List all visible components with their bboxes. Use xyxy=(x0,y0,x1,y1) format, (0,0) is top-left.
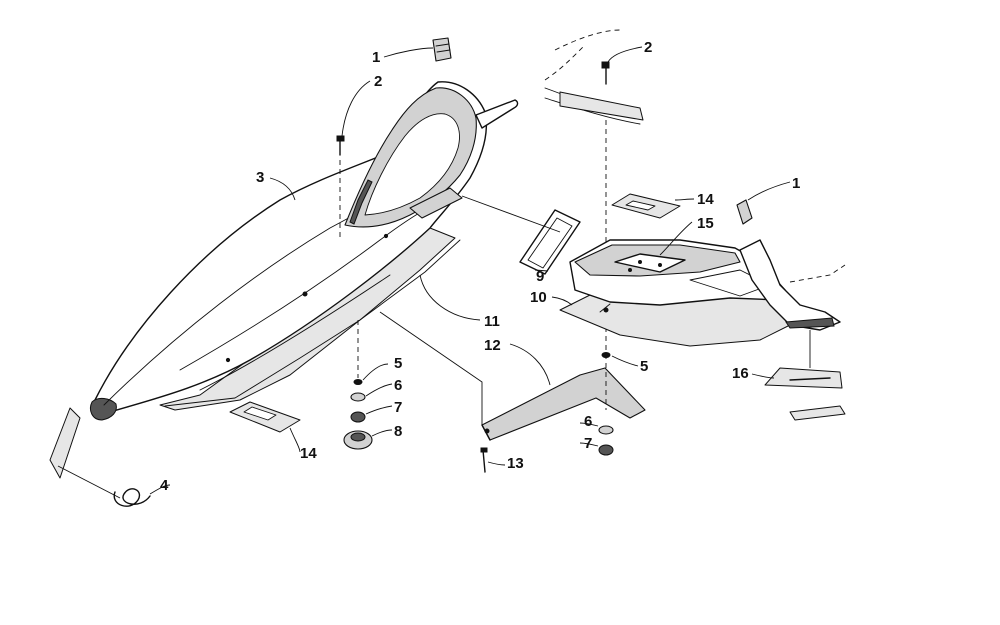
leader-3 xyxy=(269,177,296,201)
callout-4: 4 xyxy=(160,477,169,494)
hood-nose-tip xyxy=(89,397,117,421)
hood-hole-2 xyxy=(225,357,231,363)
callout-6a: 6 xyxy=(394,377,402,394)
part-12-bracket xyxy=(481,367,646,441)
leader-9 xyxy=(534,269,549,272)
callout-5a: 5 xyxy=(394,355,402,372)
rear-link xyxy=(789,405,846,421)
callout-11: 11 xyxy=(484,313,500,330)
part-1-right-decal xyxy=(736,199,753,225)
callout-2b: 2 xyxy=(644,39,652,56)
hood-side-intake xyxy=(409,187,463,219)
callout-7a: 7 xyxy=(394,399,402,416)
leader-14b xyxy=(674,198,695,201)
part-1-left-decal xyxy=(432,37,452,62)
leader-15 xyxy=(659,221,693,256)
part-2-left-screw xyxy=(336,135,345,240)
leader-11-12 xyxy=(379,311,483,425)
hood-vent xyxy=(349,179,373,225)
callout-16: 16 xyxy=(732,365,749,382)
callout-5b: 5 xyxy=(640,358,648,375)
hood-side-contour xyxy=(179,207,429,371)
leader-10 xyxy=(551,296,573,306)
callout-9: 9 xyxy=(536,268,544,285)
leader-2b xyxy=(607,46,643,63)
callout-15: 15 xyxy=(697,215,714,232)
leader-12 xyxy=(509,343,551,386)
leader-2a xyxy=(341,80,371,137)
hood-lower-edge xyxy=(199,274,391,391)
callout-3: 3 xyxy=(256,169,264,186)
leader-14a xyxy=(289,427,301,453)
leader-intake xyxy=(461,195,561,233)
hood-assembly xyxy=(89,81,519,421)
callout-14b: 14 xyxy=(697,191,714,208)
callout-1a: 1 xyxy=(372,49,380,66)
frame-reference xyxy=(544,29,644,125)
leader-13 xyxy=(487,461,506,466)
callout-10: 10 xyxy=(530,289,547,306)
leader-1b xyxy=(747,181,791,201)
callout-1b: 1 xyxy=(792,175,800,192)
leader-6a xyxy=(365,383,393,397)
hood-skirt xyxy=(164,239,461,407)
part-9-gasket xyxy=(519,209,581,275)
part-15-pad xyxy=(614,253,686,273)
callout-12: 12 xyxy=(484,337,501,354)
leader-7b xyxy=(579,442,599,447)
callout-2a: 2 xyxy=(374,73,382,90)
hood-hole-3 xyxy=(383,233,389,239)
leader-7a xyxy=(365,405,393,415)
rear-tail xyxy=(739,239,846,331)
left-hardware-stack xyxy=(343,320,373,450)
callout-7b: 7 xyxy=(584,435,592,452)
leader-1a xyxy=(383,47,434,58)
leader-11 xyxy=(419,274,481,321)
part-4-clip xyxy=(49,407,151,507)
part-14-left-pad xyxy=(229,401,301,433)
leader-16 xyxy=(751,373,775,379)
part-14-right-pad xyxy=(611,193,681,219)
leader-5b xyxy=(611,355,639,367)
callout-6b: 6 xyxy=(584,413,592,430)
leader-5a xyxy=(362,363,389,381)
part-13-pin xyxy=(480,447,488,473)
hood-cowl-inner xyxy=(364,113,460,216)
callout-13: 13 xyxy=(507,455,524,472)
part-1-left-decal-lines xyxy=(435,43,451,53)
callout-14a: 14 xyxy=(300,445,317,462)
hood-hole-1 xyxy=(302,291,308,297)
leader-8 xyxy=(371,429,393,437)
leader-6b xyxy=(579,422,599,427)
leader-4 xyxy=(149,484,171,495)
right-hardware-stack xyxy=(598,352,614,456)
callout-8: 8 xyxy=(394,423,402,440)
hood-spike xyxy=(475,99,519,129)
part-16-flap xyxy=(764,330,843,389)
